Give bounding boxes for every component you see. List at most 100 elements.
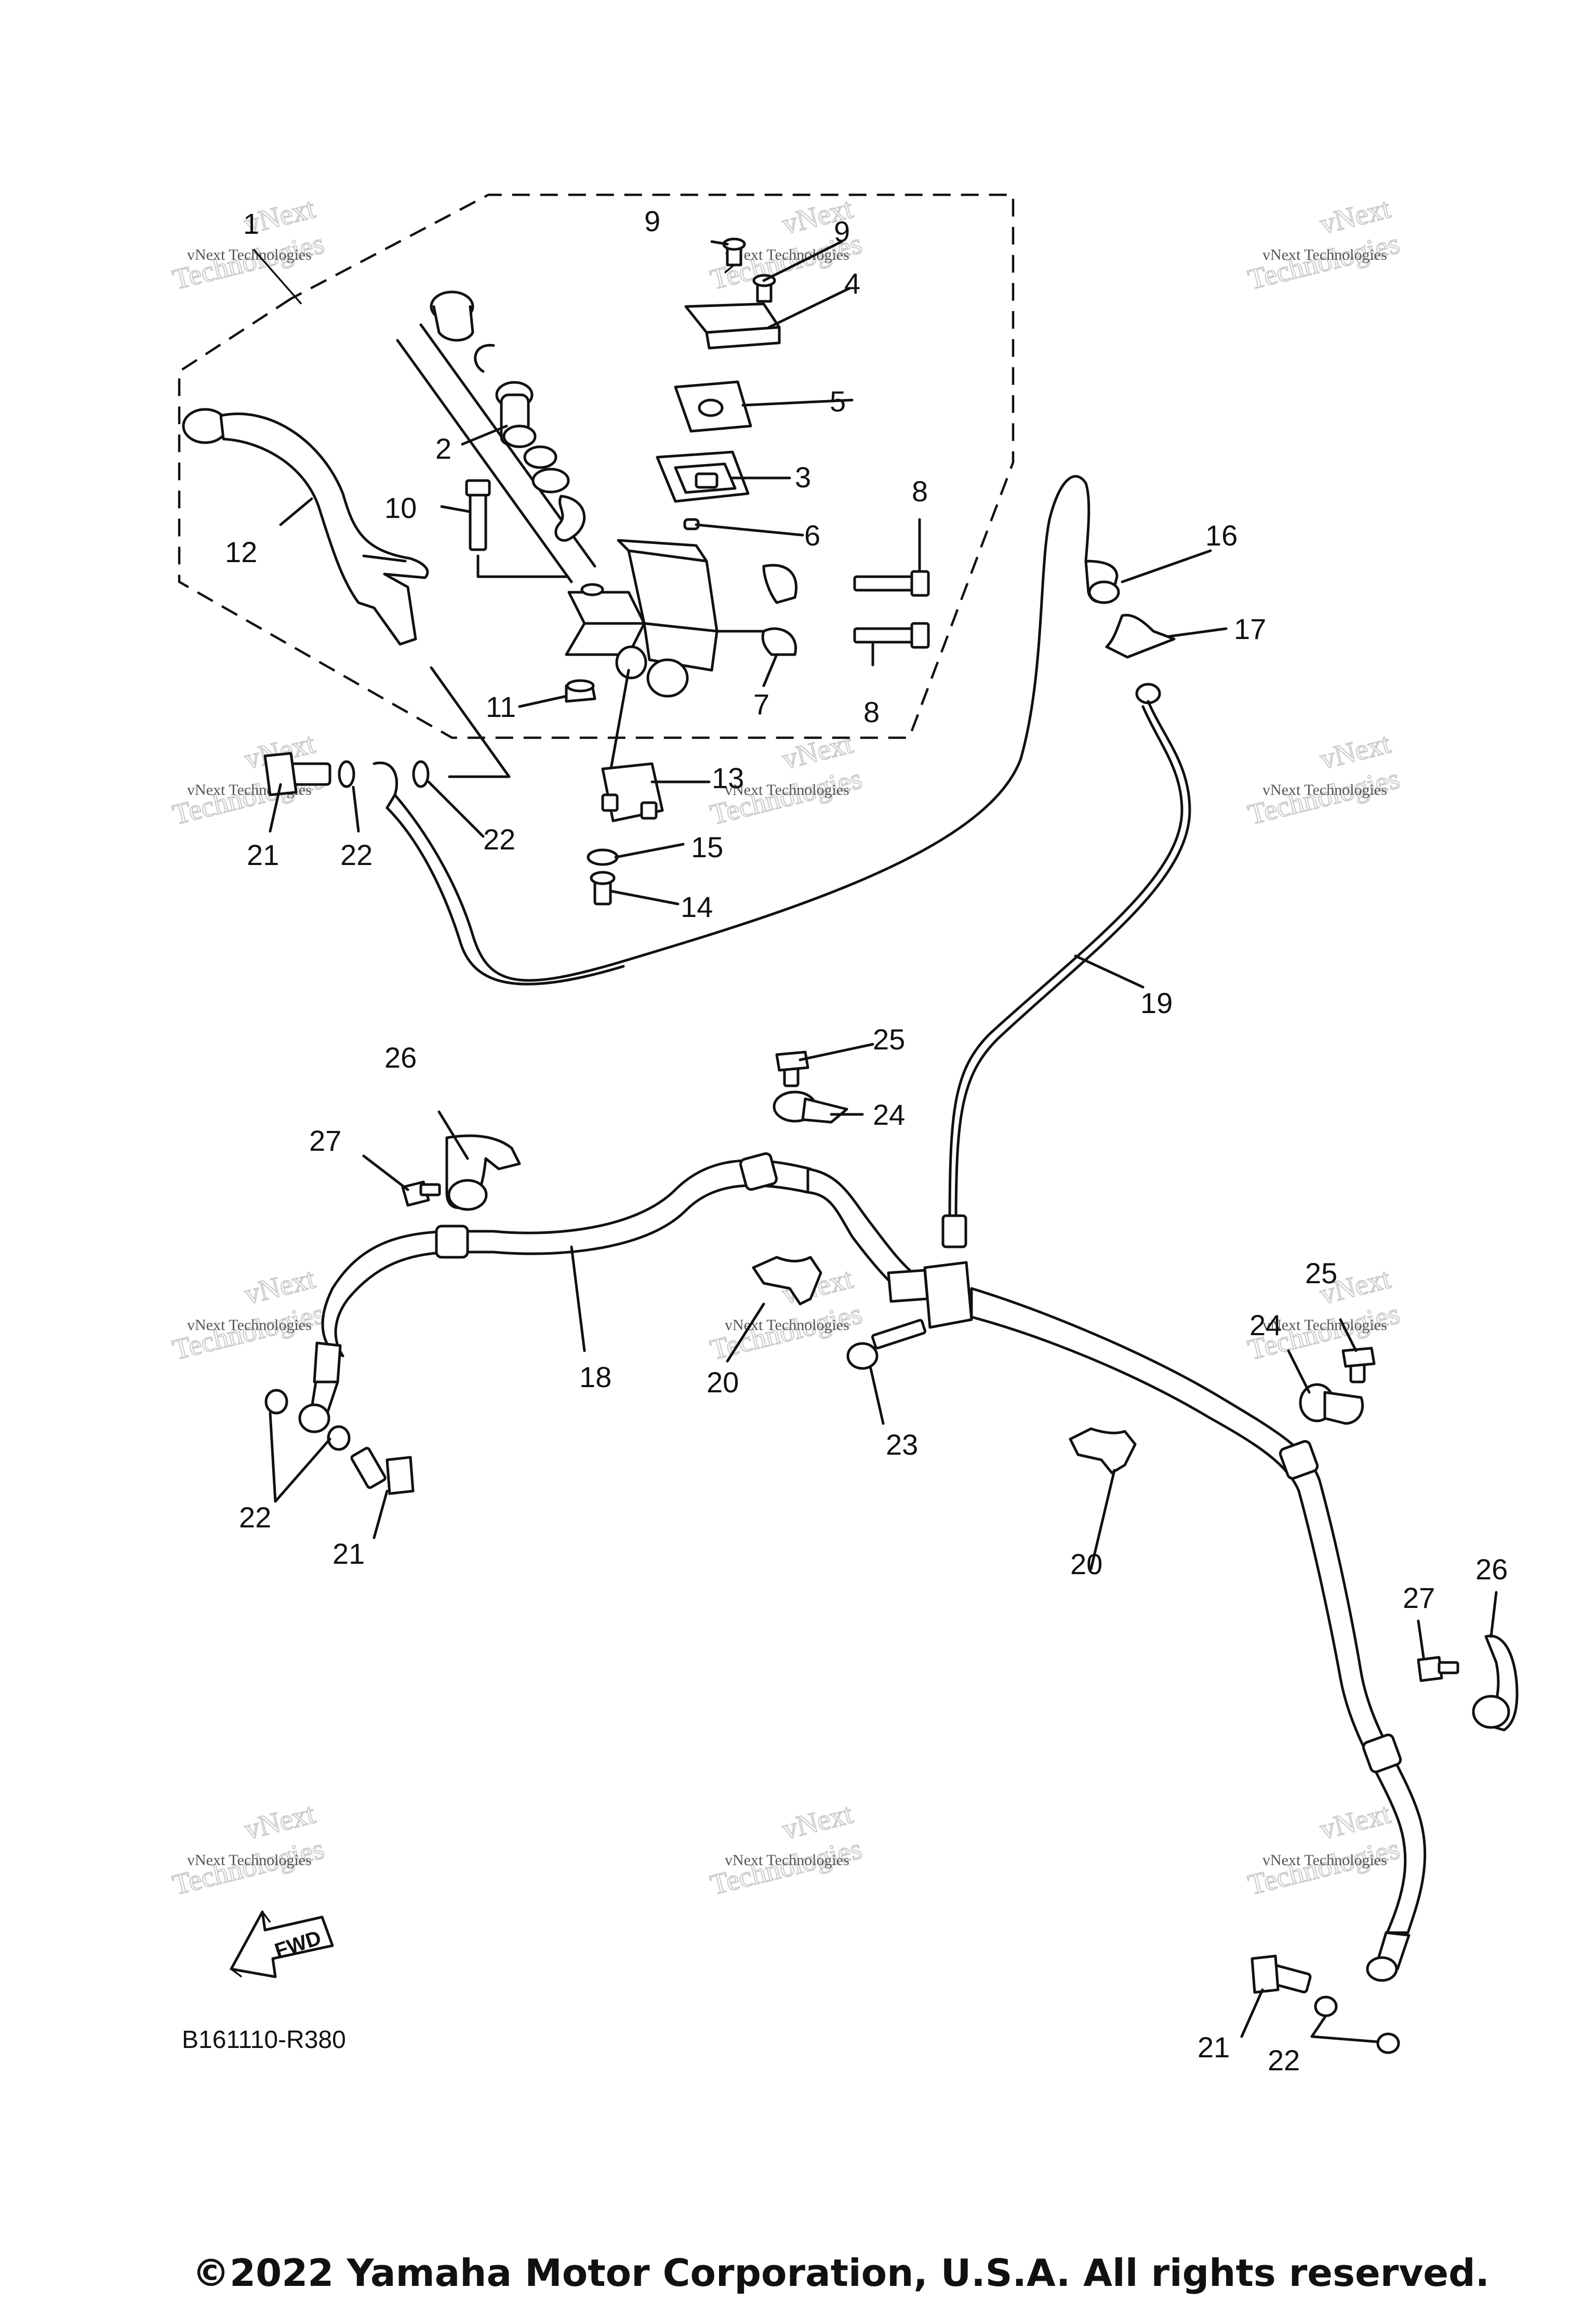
- callout-1: 1: [243, 207, 259, 240]
- callout-21-left: 21: [332, 1537, 365, 1570]
- callout-18: 18: [579, 1361, 611, 1393]
- callout-25-top: 25: [873, 1023, 905, 1056]
- hose-holder-2: [1069, 1427, 1137, 1474]
- brake-lever: [182, 408, 429, 646]
- copper-washer-right-1: [1314, 1995, 1338, 2017]
- forward-direction-arrow: FWD: [230, 1910, 334, 1978]
- union-bolt-right: [1251, 1954, 1312, 1994]
- hose-guide-1: [445, 1134, 521, 1211]
- brake-pipe: [941, 683, 1191, 1248]
- diaphragm-plate: [674, 380, 752, 433]
- watermark-small: vNext Technologies: [1262, 246, 1387, 263]
- callout-5: 5: [830, 385, 846, 418]
- lever-nut: [565, 679, 596, 703]
- callout-22-right: 22: [1268, 2044, 1300, 2077]
- callout-9-left: 9: [644, 205, 660, 237]
- callout-27-left: 27: [309, 1124, 341, 1157]
- callout-20-left: 20: [707, 1366, 739, 1399]
- hose-guide-2: [1472, 1634, 1519, 1732]
- brake-light-switch: [601, 669, 664, 822]
- callout-20-right: 20: [1070, 1548, 1102, 1580]
- callout-9-right: 9: [834, 215, 850, 248]
- front-brake-hose-right: [970, 1287, 1427, 1982]
- callout-21-right: 21: [1198, 2031, 1230, 2064]
- holder-bolt-lower: [853, 622, 930, 649]
- callout-17: 17: [1234, 613, 1266, 645]
- master-cylinder-holder: [715, 564, 797, 656]
- copper-washer-left-2: [327, 1425, 351, 1451]
- joint-bolt: [846, 1319, 927, 1370]
- callout-16: 16: [1205, 519, 1238, 552]
- master-cylinder-assembly-outline: [178, 193, 1015, 739]
- cap-screw-1: [722, 237, 746, 267]
- front-brake-hose-left: [298, 1152, 921, 1433]
- union-bolt-left: [350, 1447, 415, 1495]
- hose-holder-1: [752, 1256, 822, 1306]
- watermark-small: vNext Technologies: [187, 246, 312, 263]
- watermark-small: vNext Technologies: [725, 1316, 849, 1334]
- callout-22-left: 22: [239, 1501, 271, 1534]
- callout-25-right: 25: [1305, 1257, 1337, 1289]
- brake-hose-clamp-2: [1299, 1383, 1364, 1425]
- callout-19: 19: [1140, 987, 1173, 1019]
- callout-8-lower: 8: [863, 696, 880, 728]
- callout-21-top: 21: [247, 839, 279, 871]
- callout-2: 2: [435, 432, 451, 465]
- copper-washer-right-2: [1376, 2032, 1400, 2054]
- guide-bolt-2: [1417, 1656, 1459, 1682]
- copyright-notice: ©2022 Yamaha Motor Corporation, U.S.A. A…: [192, 2251, 1489, 2295]
- copper-washer-left-1: [264, 1389, 288, 1415]
- watermark-small: vNext Technologies: [1262, 781, 1387, 799]
- hose-clip: [1105, 614, 1176, 659]
- lever-pivot-bolt: [465, 479, 491, 551]
- watermark-small: vNext Technologies: [187, 1316, 312, 1334]
- callout-11: 11: [486, 690, 516, 723]
- watermark-small: vNext Technologies: [1262, 1852, 1387, 1869]
- three-way-joint: [887, 1261, 973, 1329]
- watermark-small: vNext Technologies: [725, 246, 849, 263]
- upper-brake-hose: [373, 475, 1120, 986]
- callout-3: 3: [795, 461, 811, 494]
- callout-8-upper: 8: [912, 475, 928, 508]
- callout-7: 7: [753, 688, 769, 721]
- clamp-bolt-1: [775, 1050, 809, 1087]
- reservoir-cap: [684, 302, 781, 350]
- callout-13: 13: [712, 762, 744, 794]
- callout-26-right: 26: [1475, 1553, 1508, 1586]
- union-bolt-top: [263, 752, 331, 796]
- callout-12: 12: [225, 536, 257, 568]
- callout-26-left: 26: [384, 1041, 417, 1074]
- callout-leaders: [269, 240, 1498, 2043]
- holder-bolt-upper: [853, 570, 930, 597]
- diaphragm: [656, 450, 750, 503]
- guide-bolt-1: [401, 1180, 441, 1207]
- callout-6: 6: [804, 519, 820, 552]
- callout-4: 4: [844, 267, 860, 300]
- diagram-code: B161110-R380: [182, 2026, 346, 2054]
- switch-screw: [590, 871, 616, 906]
- copper-washer-top-1: [338, 760, 355, 788]
- callout-14: 14: [681, 890, 713, 923]
- master-cylinder-kit: [396, 290, 596, 583]
- watermark-small: vNext Technologies: [1262, 1316, 1387, 1334]
- watermark-small: vNext Technologies: [725, 781, 849, 799]
- callout-24-top: 24: [873, 1098, 905, 1131]
- brake-hose-clamp-1: [773, 1090, 848, 1124]
- callout-23: 23: [886, 1428, 918, 1461]
- master-cylinder-body: [476, 539, 719, 698]
- clamp-bolt-2: [1341, 1347, 1376, 1383]
- copper-washer-top-2: [412, 760, 430, 788]
- watermark-small: vNext Technologies: [187, 1852, 312, 1869]
- switch-washer: [587, 848, 619, 866]
- callout-22-top-left: 22: [340, 839, 373, 871]
- callout-15: 15: [691, 831, 723, 863]
- callout-22-top-right: 22: [483, 823, 515, 856]
